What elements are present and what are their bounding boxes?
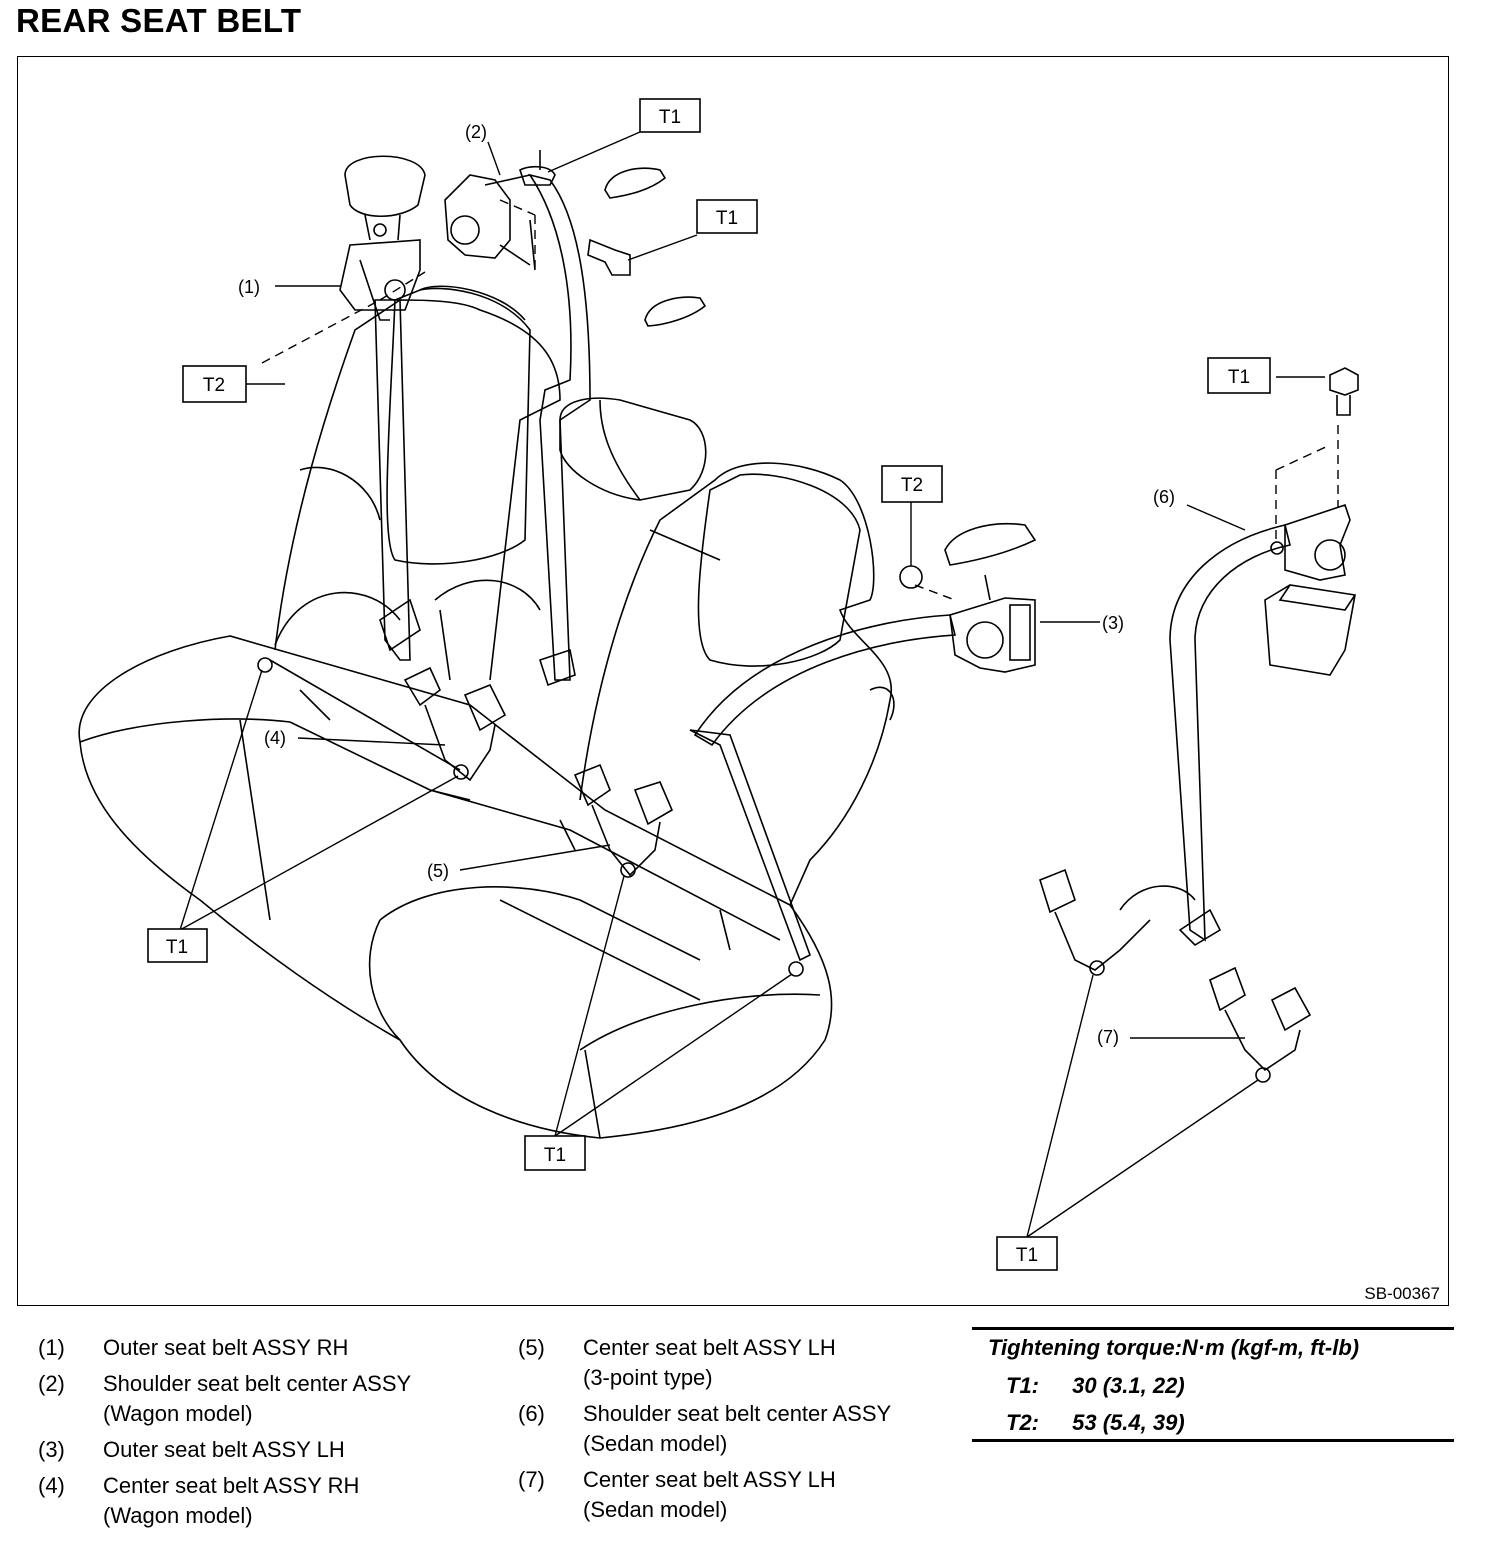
cover-upper — [604, 167, 667, 199]
torque-row-t2: T2: 53 (5.4, 39) — [1006, 1410, 1185, 1436]
leader-lines — [179, 131, 1325, 1238]
legend-num: (7) — [518, 1467, 545, 1492]
torque-row-t1: T1: 30 (3.1, 22) — [1006, 1373, 1185, 1399]
callout-7: (7) — [1097, 1027, 1119, 1047]
legend-line: Shoulder seat belt center ASSY — [583, 1401, 892, 1426]
anchor-nut-t2-lh — [899, 565, 923, 589]
armrest — [559, 397, 707, 501]
torque-value: 30 (3.1, 22) — [1072, 1373, 1185, 1398]
belt-shoulder-sedan — [1169, 524, 1291, 947]
legend-num: (1) — [38, 1335, 65, 1360]
tag-t2-b: T2 — [901, 475, 923, 496]
legend-line: Shoulder seat belt center ASSY — [103, 1371, 412, 1396]
torque-tag-labels: T1 T1 T2 T2 T1 T1 T1 T1 — [166, 107, 1250, 1266]
anchor-t1-right-side — [788, 961, 804, 977]
seat-back-left — [274, 285, 561, 681]
legend-line: (Wagon model) — [103, 1401, 253, 1426]
legend-right: (5) Center seat belt ASSY LH (3-point ty… — [518, 1333, 891, 1531]
buckle-center-sedan — [1039, 868, 1312, 1083]
tag-t1-a: T1 — [659, 107, 681, 128]
legend-item: (6) Shoulder seat belt center ASSY (Seda… — [518, 1399, 891, 1459]
retractor-outer-lh — [944, 522, 1037, 673]
figure-frame — [17, 56, 1449, 1306]
callout-6: (6) — [1153, 487, 1175, 507]
legend-left: (1) Outer seat belt ASSY RH (2) Shoulder… — [38, 1333, 411, 1537]
torque-value: 53 (5.4, 39) — [1072, 1410, 1185, 1435]
legend-line: Center seat belt ASSY LH — [583, 1467, 836, 1492]
legend-num: (6) — [518, 1401, 545, 1426]
legend-num: (2) — [38, 1371, 65, 1396]
retractor-shoulder-sedan — [1264, 367, 1359, 676]
callout-3: (3) — [1102, 613, 1124, 633]
legend-line: Outer seat belt ASSY LH — [103, 1437, 345, 1462]
legend-item: (3) Outer seat belt ASSY LH — [38, 1435, 411, 1465]
legend-line: Outer seat belt ASSY RH — [103, 1335, 349, 1360]
legend-line: (Wagon model) — [103, 1503, 253, 1528]
legend-line: Center seat belt ASSY RH — [103, 1473, 360, 1498]
torque-key: T2: — [1006, 1410, 1039, 1435]
callout-labels: (1) (2) (3) (4) (5) (6) (7) — [238, 122, 1175, 1047]
torque-header: Tightening torque:N·m (kgf-m, ft-lb) — [988, 1335, 1360, 1360]
belt-lap-rh — [274, 579, 541, 681]
callout-5: (5) — [427, 861, 449, 881]
dashed-guides — [261, 199, 1339, 601]
legend-num: (3) — [38, 1437, 65, 1462]
legend-line: Center seat belt ASSY LH — [583, 1335, 836, 1360]
legend-item: (7) Center seat belt ASSY LH (Sedan mode… — [518, 1465, 891, 1525]
tag-t1-d: T1 — [166, 937, 188, 958]
cover-lower — [644, 296, 707, 327]
belt-shoulder-wagon — [528, 173, 591, 687]
buckle-center-rh — [403, 666, 507, 782]
legend-num: (4) — [38, 1473, 65, 1498]
anchor-t1-left-side — [257, 657, 273, 673]
tag-t1-e: T1 — [544, 1145, 566, 1166]
seat-back-right — [579, 462, 895, 906]
tag-t1-f: T1 — [1016, 1245, 1038, 1266]
seat-cushion — [78, 635, 833, 1139]
torque-tags — [147, 98, 1271, 1271]
legend-item: (5) Center seat belt ASSY LH (3-point ty… — [518, 1333, 891, 1393]
belt-outer-rh — [374, 299, 421, 661]
torque-table: Tightening torque:N·m (kgf-m, ft-lb) T1:… — [972, 1327, 1454, 1442]
legend-item: (1) Outer seat belt ASSY RH — [38, 1333, 411, 1363]
bolt-t1-upper — [587, 238, 631, 276]
callout-4: (4) — [264, 728, 286, 748]
page-title: REAR SEAT BELT — [16, 2, 302, 39]
legend-line: (3-point type) — [583, 1365, 713, 1390]
tag-t2-a: T2 — [203, 375, 225, 396]
retractor-outer-rh — [339, 155, 426, 321]
torque-key: T1: — [1006, 1373, 1039, 1398]
legend-num: (5) — [518, 1335, 545, 1360]
legend-item: (2) Shoulder seat belt center ASSY (Wago… — [38, 1369, 411, 1429]
belt-outer-lh — [689, 614, 957, 962]
callout-1: (1) — [238, 277, 260, 297]
legend-item: (4) Center seat belt ASSY RH (Wagon mode… — [38, 1471, 411, 1531]
tag-t1-c: T1 — [1228, 367, 1250, 388]
figure-code: SB-00367 — [1364, 1284, 1440, 1303]
callout-2: (2) — [465, 122, 487, 142]
tag-t1-b: T1 — [716, 208, 738, 229]
retractor-shoulder-wagon — [444, 150, 556, 271]
legend-line: (Sedan model) — [583, 1431, 728, 1456]
buckle-center-lh-3pt — [573, 763, 674, 878]
legend-line: (Sedan model) — [583, 1497, 728, 1522]
